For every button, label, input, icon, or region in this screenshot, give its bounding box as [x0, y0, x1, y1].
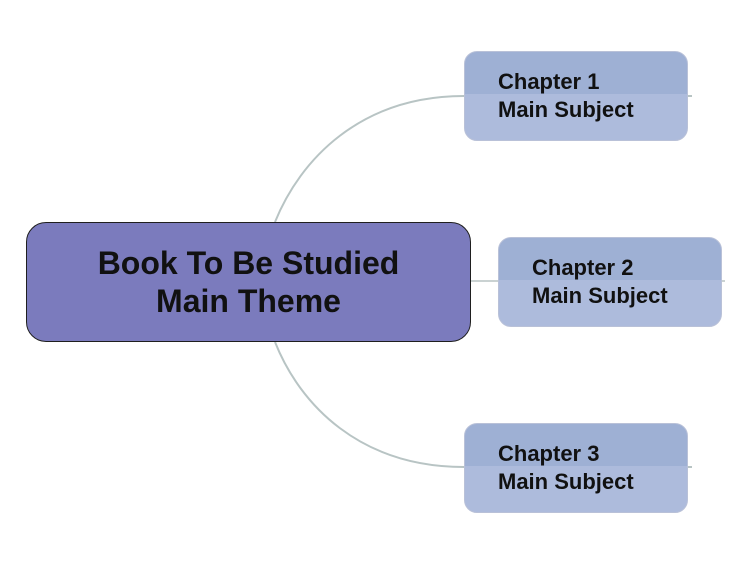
subtopic-chapter-3[interactable]: Chapter 3 Main Subject	[464, 423, 688, 513]
subtopic-chapter-1-subject: Main Subject	[498, 97, 634, 122]
subtopic-chapter-1[interactable]: Chapter 1 Main Subject	[464, 51, 688, 141]
central-topic-line-1: Book To Be Studied	[97, 245, 400, 281]
connector-to-chapter-3	[274, 341, 692, 468]
subtopic-chapter-2-title: Chapter 2	[532, 255, 634, 280]
central-topic-line-2: Main Theme	[156, 283, 341, 319]
subtopic-chapter-3-subject: Main Subject	[498, 469, 634, 494]
subtopic-chapter-2[interactable]: Chapter 2 Main Subject	[498, 237, 722, 327]
subtopic-chapter-3-title: Chapter 3	[498, 441, 600, 466]
subtopic-chapter-1-title: Chapter 1	[498, 69, 600, 94]
subtopic-chapter-2-subject: Main Subject	[532, 283, 668, 308]
connector-to-chapter-1	[274, 95, 692, 223]
central-topic[interactable]: Book To Be Studied Main Theme	[26, 222, 471, 342]
